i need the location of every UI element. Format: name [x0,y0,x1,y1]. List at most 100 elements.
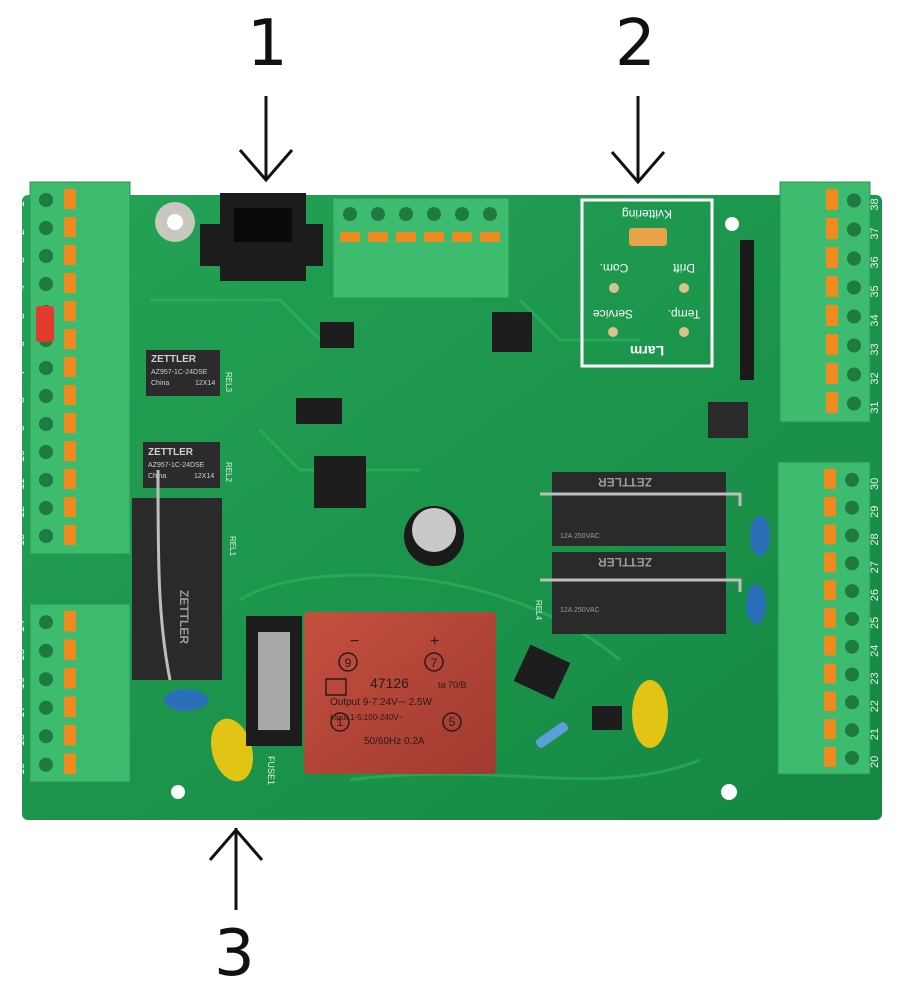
terminal-lever [64,611,76,632]
terminal-screw-hole [845,472,859,487]
mount-hole [171,785,185,799]
callout-3: 3 [214,917,255,991]
terminal-screw-hole [39,221,53,235]
terminal-screw-hole [455,207,469,221]
terminal-screw-hole [845,611,859,626]
terminal-number: 4 [15,285,27,291]
terminal-number: 15 [15,649,27,661]
terminal-screw-hole [845,556,859,571]
relay-rel4-rating: 12A 250VAC [560,607,600,614]
terminal-lever [824,608,836,628]
terminal-lever [824,691,836,712]
terminal-screw-hole [39,501,53,515]
terminal-lever [826,334,838,355]
transformer-model: 47126 [370,675,409,691]
relay-rel1-brand: ZETTLER [177,590,191,644]
relay-rel3-label: REL3 [224,372,233,393]
callout-2: 2 [615,7,656,81]
terminal-lever [64,639,76,660]
terminal-lever [824,747,836,767]
terminal-number: 28 [869,533,881,545]
terminal-number: 27 [869,561,881,573]
terminal-lever [826,305,838,326]
mount-hole [167,214,183,230]
terminal-number: 20 [869,756,881,768]
terminal-lever [824,524,836,545]
terminal-screw-hole [39,473,53,487]
relay-rel3: ZETTLER AZ957-1C-24DSE China 12X14 REL3 [146,350,233,396]
terminal-screw-hole [371,207,385,221]
transformer-pin1: 1 [337,715,344,729]
terminal-lever [824,635,836,656]
terminal-screw-hole [39,672,53,687]
terminal-lever [64,329,76,349]
terminal-block-top [332,197,510,299]
terminal-lever [64,301,76,321]
terminal-number: 7 [15,369,27,375]
fuse-holder: FUSE1 [246,616,302,785]
terminal-number: 19 [15,763,27,775]
terminal-screw-hole [39,445,53,459]
terminal-screw-hole [39,417,53,431]
terminal-lever [64,189,76,209]
transformer-freq: 50/60Hz 0.2A [364,736,425,747]
terminal-screw-hole [845,750,859,765]
temp-label: Temp. [668,307,701,321]
relay-rel4-label: REL4 [534,600,543,621]
terminal-number: 36 [869,256,881,268]
relay-rel3-origin: China [151,380,169,387]
terminal-screw-hole [39,700,53,715]
terminal-lever [64,273,76,293]
terminal-number: 31 [869,401,881,413]
red-jumper [36,306,54,342]
terminal-lever [824,580,836,600]
relay-rel2-brand: ZETTLER [148,447,194,458]
terminal-lever [64,357,76,377]
relay-rel2-model: AZ957-1C-24DSE [148,462,205,469]
yellow-capacitor [210,718,254,782]
transformer-ta: ta 70/B [438,680,467,690]
terminal-lever [826,189,838,210]
terminal-screw-hole [39,389,53,403]
terminal-lever [64,469,76,489]
terminal-screw-hole [845,723,859,738]
terminal-number: 2 [15,229,27,235]
transformer-input: Input 1-5:100-240V~ [330,713,403,722]
terminal-screw-hole [39,643,53,658]
blue-capacitor [750,516,770,556]
terminal-number: 33 [869,343,881,355]
mount-hole [725,217,739,231]
terminal-number: 3 [15,257,27,263]
transformer-minus: − [350,633,359,650]
terminal-lever [64,696,76,717]
terminal-screw-hole [39,361,53,375]
terminal-number: 24 [869,645,881,657]
terminal-number: 30 [869,478,881,490]
terminal-lever [824,469,836,489]
relay-rel3-model: AZ957-1C-24DSE [151,369,208,376]
terminal-screw-hole [427,207,441,221]
terminal-number: 11 [15,478,27,489]
arrow-1 [238,96,294,183]
terminal-lever [826,218,838,239]
terminal-lever [826,363,838,384]
relay-rel-right-top: ZETTLER 12A 250VAC [540,472,742,546]
mount-hole [721,784,737,800]
terminal-screw-hole [847,251,861,266]
terminal-lever [64,385,76,405]
terminal-number: 37 [869,227,881,239]
terminal-number: 14 [15,620,27,632]
terminal-number: 32 [869,372,881,384]
transistor [592,706,622,730]
terminal-screw-hole [847,280,861,295]
terminal-lever [824,496,836,517]
terminal-lever [826,276,838,297]
terminal-number: 8 [15,397,27,403]
terminal-screw-hole [845,667,859,682]
terminal-lever [424,232,444,242]
